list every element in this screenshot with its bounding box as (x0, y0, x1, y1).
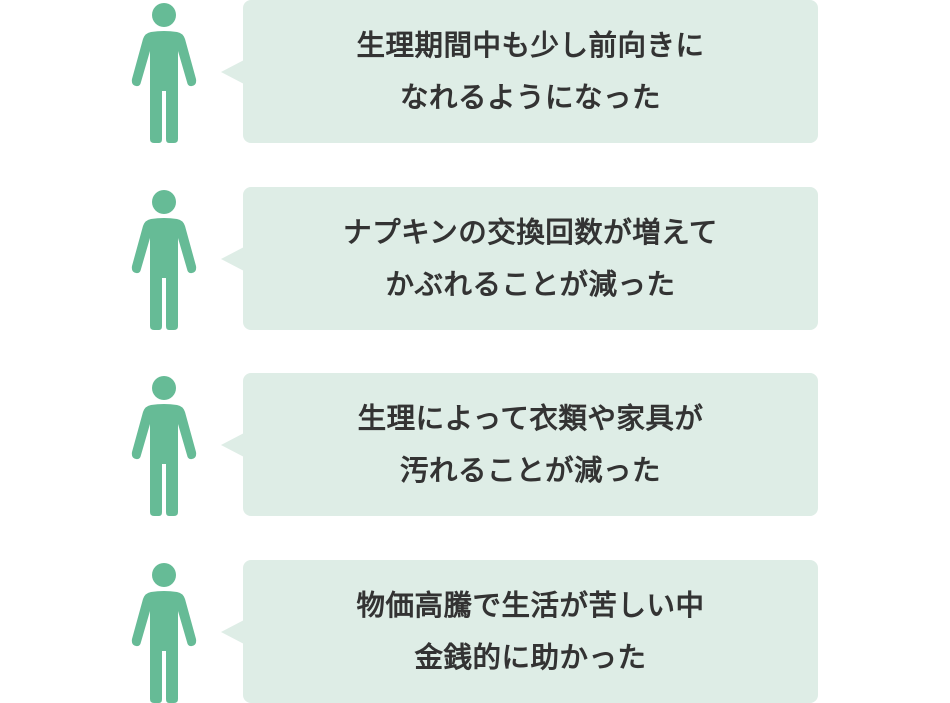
person-icon (131, 563, 197, 703)
testimonial-row: 生理期間中も少し前向きに なれるようになった (0, 0, 950, 143)
speech-bubble-tail (221, 433, 244, 457)
person-icon (131, 190, 197, 330)
speech-bubble-tail (221, 60, 244, 84)
testimonial-text-line: 汚れることが減った (399, 453, 661, 487)
speech-bubble: 生理期間中も少し前向きに なれるようになった (243, 0, 818, 143)
testimonial-row: ナプキンの交換回数が増えて かぶれることが減った (0, 187, 950, 330)
testimonial-text-line: 物価高騰で生活が苦しい中 (356, 588, 705, 622)
testimonial-text-line: 生理期間中も少し前向きに (356, 28, 705, 62)
person-icon (131, 376, 197, 516)
testimonial-text-line: 生理によって衣類や家具が (357, 401, 704, 435)
testimonial-row: 生理によって衣類や家具が 汚れることが減った (0, 373, 950, 516)
testimonial-text-line: かぶれることが減った (385, 267, 676, 301)
testimonial-text-line: 金銭的に助かった (414, 640, 647, 674)
testimonial-text-line: なれるようになった (399, 80, 661, 114)
speech-bubble-tail (221, 620, 244, 644)
person-icon (131, 3, 197, 143)
testimonial-row: 物価高騰で生活が苦しい中 金銭的に助かった (0, 560, 950, 703)
testimonial-text-line: ナプキンの交換回数が増えて (343, 215, 718, 249)
speech-bubble: 物価高騰で生活が苦しい中 金銭的に助かった (243, 560, 818, 703)
speech-bubble: 生理によって衣類や家具が 汚れることが減った (243, 373, 818, 516)
speech-bubble: ナプキンの交換回数が増えて かぶれることが減った (243, 187, 818, 330)
speech-bubble-tail (221, 247, 244, 271)
